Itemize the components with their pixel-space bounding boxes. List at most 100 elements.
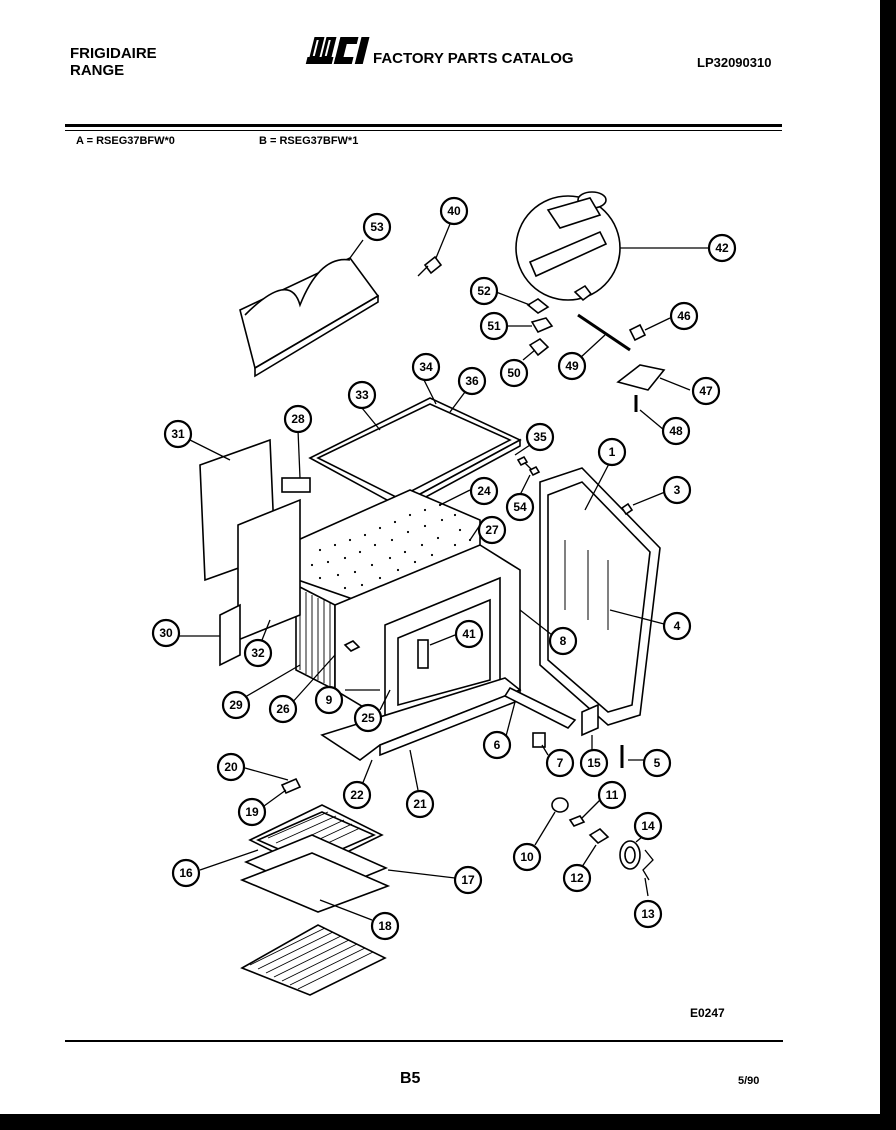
callout-8: 8 — [548, 626, 578, 656]
callout-18: 18 — [370, 911, 400, 941]
callout-5: 5 — [642, 748, 672, 778]
part-40-clip — [417, 255, 443, 277]
part-16-17-18-pan-racks — [199, 804, 456, 996]
part-46-47-48 — [616, 317, 691, 431]
model-b-label: B = RSEG37BFW*1 — [259, 135, 359, 147]
part-22-bottom-frame — [320, 677, 522, 791]
callout-label: 36 — [465, 374, 479, 388]
callout-label: 17 — [461, 873, 475, 887]
callout-21: 21 — [405, 789, 435, 819]
part-20-19-bracket — [244, 767, 302, 807]
page-date: 5/90 — [738, 1075, 760, 1087]
part-oven-cavity — [334, 544, 521, 722]
callout-49: 49 — [557, 351, 587, 381]
callout-19: 19 — [237, 797, 267, 827]
callout-label: 40 — [447, 204, 461, 218]
callout-46: 46 — [669, 301, 699, 331]
callout-label: 13 — [641, 907, 655, 921]
callout-54: 54 — [505, 492, 535, 522]
part-10-14-knobs — [534, 797, 654, 897]
footer-rule — [65, 1040, 783, 1042]
callout-33: 33 — [347, 380, 377, 410]
part-42-detail — [515, 191, 708, 302]
callout-25: 25 — [353, 703, 383, 733]
callout-29: 29 — [221, 690, 251, 720]
callout-11: 11 — [597, 780, 627, 810]
callout-28: 28 — [283, 404, 313, 434]
brand-name: FRIGIDAIRE — [70, 45, 157, 62]
callout-label: 28 — [291, 412, 305, 426]
callout-label: 21 — [413, 797, 427, 811]
callout-label: 3 — [674, 483, 681, 497]
callout-36: 36 — [457, 366, 487, 396]
callout-label: 52 — [477, 284, 491, 298]
callout-label: 32 — [251, 646, 265, 660]
callout-label: 49 — [565, 359, 579, 373]
callout-label: 19 — [245, 805, 259, 819]
product-type: RANGE — [70, 62, 125, 79]
callout-label: 16 — [179, 866, 193, 880]
callout-label: 7 — [557, 756, 564, 770]
callout-label: 20 — [224, 760, 238, 774]
callout-32: 32 — [243, 638, 273, 668]
callout-label: 31 — [171, 427, 185, 441]
callout-35: 35 — [525, 422, 555, 452]
callout-47: 47 — [691, 376, 721, 406]
callout-26: 26 — [268, 694, 298, 724]
header-rule-thin — [65, 130, 782, 131]
part-1-side-panel — [519, 457, 666, 726]
callout-24: 24 — [469, 476, 499, 506]
callout-53: 53 — [362, 212, 392, 242]
callout-label: 50 — [507, 366, 521, 380]
page-number: B5 — [400, 1070, 421, 1087]
callout-label: 10 — [520, 850, 534, 864]
callout-label: 26 — [276, 702, 290, 716]
callout-3: 3 — [662, 475, 692, 505]
callout-12: 12 — [562, 863, 592, 893]
callout-label: 33 — [355, 388, 369, 402]
callout-label: 14 — [641, 819, 655, 833]
callout-label: 12 — [570, 871, 584, 885]
header-rule — [65, 124, 782, 127]
part-35-54-screws — [516, 455, 541, 496]
callout-label: 1 — [609, 445, 616, 459]
callout-4: 4 — [662, 611, 692, 641]
exploded-parts-diagram: 1 3 4 5 6 7 8 9 10 11 12 13 14 15 16 17 … — [151, 191, 737, 996]
callout-30: 30 — [151, 618, 181, 648]
callout-label: 5 — [654, 756, 661, 770]
callout-label: 48 — [669, 424, 683, 438]
brand-block: FRIGIDAIRE RANGE — [70, 45, 157, 79]
callout-label: 54 — [513, 500, 527, 514]
callout-52: 52 — [469, 276, 499, 306]
callout-22: 22 — [342, 780, 372, 810]
callout-label: 34 — [419, 360, 433, 374]
wci-logo — [305, 37, 370, 64]
callout-label: 18 — [378, 919, 392, 933]
callout-13: 13 — [633, 899, 663, 929]
callout-label: 6 — [494, 738, 501, 752]
callout-20: 20 — [216, 752, 246, 782]
callout-27: 27 — [477, 515, 507, 545]
callout-label: 27 — [485, 523, 499, 537]
callout-label: 53 — [370, 220, 384, 234]
model-a-label: A = RSEG37BFW*0 — [76, 135, 175, 147]
catalog-page: FRIGIDAIRE RANGE FACTORY PARTS CATALOG L… — [0, 0, 880, 1114]
callout-41: 41 — [454, 619, 484, 649]
part-6-7-15-5 — [503, 686, 645, 768]
callout-48: 48 — [661, 416, 691, 446]
callout-label: 35 — [533, 430, 547, 444]
callout-7: 7 — [545, 748, 575, 778]
callout-label: 29 — [229, 698, 243, 712]
callout-15: 15 — [579, 748, 609, 778]
callout-label: 8 — [560, 634, 567, 648]
callout-51: 51 — [479, 311, 509, 341]
callout-label: 47 — [699, 384, 713, 398]
callout-17: 17 — [453, 865, 483, 895]
callout-40: 40 — [439, 196, 469, 226]
callout-label: 24 — [477, 484, 491, 498]
callout-label: 42 — [715, 241, 729, 255]
callout-50: 50 — [499, 358, 529, 388]
callout-16: 16 — [171, 858, 201, 888]
catalog-title: FACTORY PARTS CATALOG — [373, 50, 574, 67]
callout-label: 4 — [674, 619, 681, 633]
